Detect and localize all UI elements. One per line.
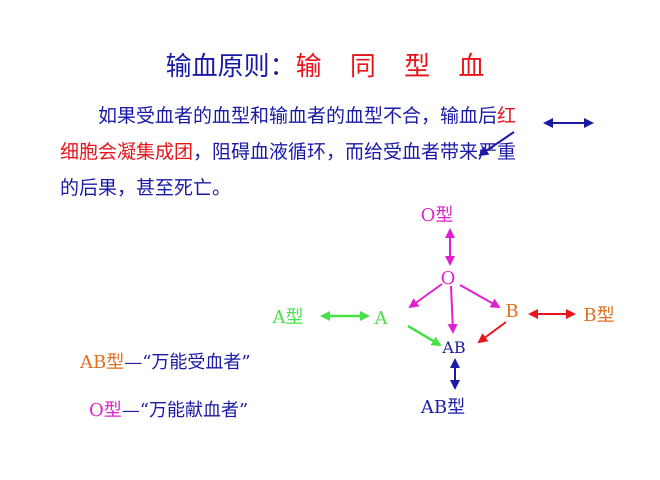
node-b-type: B型 — [583, 305, 614, 326]
paragraph-line-1: 如果受血者的血型和输血者的血型不合，输血后红 — [60, 98, 620, 134]
arrow-o-to-a — [408, 283, 443, 309]
node-o: O — [441, 268, 456, 289]
paragraph-line-3: 的后果，甚至死亡。 — [60, 170, 620, 206]
paragraph-highlight: 红 — [497, 105, 517, 127]
decor-diagonal-arrow — [478, 131, 515, 157]
paragraph-line-2: 细胞会凝集成团，阻碍血液循环，而给受血者带来严重 — [60, 134, 620, 170]
slide-title: 输血原则：输 同 型 血 — [0, 50, 660, 84]
node-ab: AB — [441, 338, 465, 357]
node-o-type: O型 — [421, 205, 454, 226]
paragraph-text: ，阻碍血液循环，而给受血者带来严重 — [193, 141, 517, 163]
title-principle: 输 同 型 血 — [295, 52, 495, 82]
arrow-o-to-ab — [447, 285, 458, 334]
node-a: A — [374, 308, 389, 329]
node-ab-type: AB型 — [420, 397, 465, 418]
paragraph-text: 如果受血者的血型和输血者的血型不合，输血后 — [98, 105, 498, 127]
arrow-o-to-b — [459, 284, 501, 308]
caption-universal-donor: O型—“万能献血者” — [89, 399, 248, 423]
arrow-a-to-ab — [407, 324, 442, 347]
caption-ab-label: AB型 — [80, 352, 125, 373]
caption-universal-recipient: AB型—“万能受血者” — [80, 351, 251, 375]
paragraph-text: 的后果，甚至死亡。 — [60, 177, 232, 199]
caption-o-desc: —“万能献血者” — [121, 400, 249, 421]
caption-ab-desc: —“万能受血者” — [124, 352, 251, 373]
caption-o-label: O型 — [89, 400, 122, 421]
node-a-type: A型 — [272, 307, 304, 328]
title-prefix: 输血原则： — [165, 52, 296, 82]
paragraph-highlight: 细胞会凝集成团 — [60, 141, 194, 163]
node-b: B — [505, 301, 518, 322]
arrow-b-to-ab — [477, 321, 507, 344]
